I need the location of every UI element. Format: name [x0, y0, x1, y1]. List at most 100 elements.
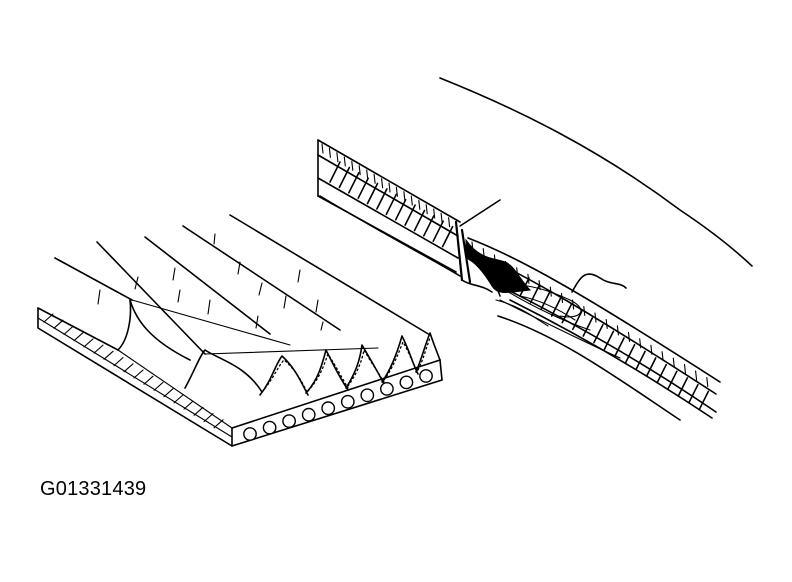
- band-hatch-stroke: [688, 383, 699, 404]
- band-hatch-stroke: [366, 182, 379, 205]
- band-hatch-stroke: [404, 204, 416, 226]
- hatch-stroke: [113, 357, 124, 367]
- rib-ridge-lines: [54, 214, 431, 355]
- band-hatch-stroke: [329, 161, 341, 183]
- tensile-cords: [243, 369, 433, 441]
- band-hatch-stroke: [432, 220, 445, 242]
- hatch-stroke: [63, 325, 74, 335]
- hatch-stroke: [203, 413, 214, 423]
- cord-tick: [336, 152, 339, 163]
- cord-tick: [706, 376, 709, 388]
- band-hatch-stroke: [698, 390, 710, 411]
- cord-tick: [448, 217, 451, 228]
- hatch-stroke: [173, 394, 184, 404]
- band-hatch-stroke: [666, 370, 678, 391]
- band-hatch-stroke: [394, 198, 407, 221]
- cord-tick: [425, 204, 428, 215]
- damaged-belt-drawing: [317, 77, 753, 421]
- hatch-stroke: [53, 319, 64, 329]
- band-cord-ticks: [321, 143, 709, 388]
- tensile-cord: [379, 381, 394, 396]
- cord-tick: [410, 195, 413, 206]
- cord-tick: [594, 312, 597, 323]
- cord-tick: [560, 293, 564, 304]
- ribbed-belt-drawing: [37, 214, 443, 447]
- cord-tick: [583, 305, 586, 317]
- band-hatch-stroke: [441, 225, 454, 248]
- tensile-cord: [419, 369, 433, 383]
- cord-tick: [695, 370, 698, 381]
- cord-tick: [388, 182, 391, 193]
- hatch-stroke: [213, 419, 224, 429]
- tensile-cord: [321, 401, 336, 416]
- cord-tick: [403, 191, 406, 202]
- band-hatching-right: [519, 277, 710, 411]
- cord-tick: [395, 186, 398, 197]
- cord-tick: [373, 173, 376, 184]
- band-hatch-stroke: [385, 193, 398, 216]
- band-hatch-stroke: [677, 377, 689, 397]
- hatch-stroke: [193, 406, 204, 416]
- cord-tick: [672, 357, 675, 368]
- cord-tick: [366, 169, 369, 180]
- band-hatch-stroke: [571, 310, 583, 331]
- side-hatching: [43, 313, 224, 429]
- band-hatch-stroke: [413, 209, 426, 232]
- hatch-stroke: [163, 388, 174, 398]
- cord-tick: [343, 156, 346, 167]
- tensile-cord: [301, 407, 316, 422]
- tensile-cord: [340, 394, 355, 409]
- hatch-stroke: [73, 332, 84, 342]
- figure-id-caption: G01331439: [40, 478, 147, 500]
- hatch-stroke: [123, 363, 134, 373]
- hatch-stroke: [183, 400, 194, 410]
- band-hatch-stroke: [540, 290, 551, 311]
- band-hatch-stroke: [422, 215, 435, 237]
- tensile-cord: [262, 420, 277, 435]
- cord-tick: [683, 364, 687, 375]
- band-hatching-left: [329, 161, 454, 248]
- cord-tick: [661, 351, 664, 362]
- band-hatch-stroke: [603, 330, 615, 351]
- cord-tick: [627, 331, 631, 342]
- cord-tick: [418, 199, 421, 210]
- rib-crack-marks: [97, 233, 324, 331]
- band-hatch-stroke: [593, 323, 604, 344]
- band-hatch-stroke: [338, 166, 351, 189]
- hatch-stroke: [93, 344, 104, 354]
- rib-profiles: [117, 299, 441, 396]
- band-hatch-stroke: [645, 357, 657, 377]
- cord-tick: [440, 212, 443, 223]
- band-hatch-stroke: [582, 317, 594, 337]
- tensile-cord: [360, 388, 375, 403]
- tensile-cord: [399, 375, 414, 390]
- hatch-stroke: [133, 369, 144, 379]
- hatch-stroke: [83, 338, 94, 348]
- band-hatch-stroke: [635, 350, 646, 371]
- band-hatch-stroke: [347, 172, 360, 194]
- band-hatch-stroke: [357, 177, 370, 199]
- tensile-cord: [243, 427, 257, 441]
- band-hatch-stroke: [614, 337, 625, 357]
- cord-tick: [321, 143, 324, 154]
- hatch-stroke: [43, 313, 54, 323]
- cord-tick: [527, 273, 530, 284]
- cord-tick: [605, 318, 608, 330]
- hatch-stroke: [153, 381, 164, 391]
- cord-tick: [351, 160, 354, 171]
- cord-tick: [433, 208, 436, 219]
- belt-separation: [454, 220, 591, 331]
- tensile-cord: [282, 414, 296, 428]
- hatch-stroke: [103, 350, 114, 360]
- band-hatch-stroke: [624, 343, 636, 364]
- band-hatch-stroke: [550, 297, 562, 317]
- cord-tick: [381, 178, 384, 189]
- band-hatch-stroke: [376, 188, 388, 210]
- leader-arrow-upper: [459, 199, 501, 227]
- band-hatch-stroke: [656, 363, 668, 384]
- cord-tick: [639, 338, 642, 349]
- cord-tick: [616, 325, 619, 336]
- hatch-stroke: [143, 375, 154, 385]
